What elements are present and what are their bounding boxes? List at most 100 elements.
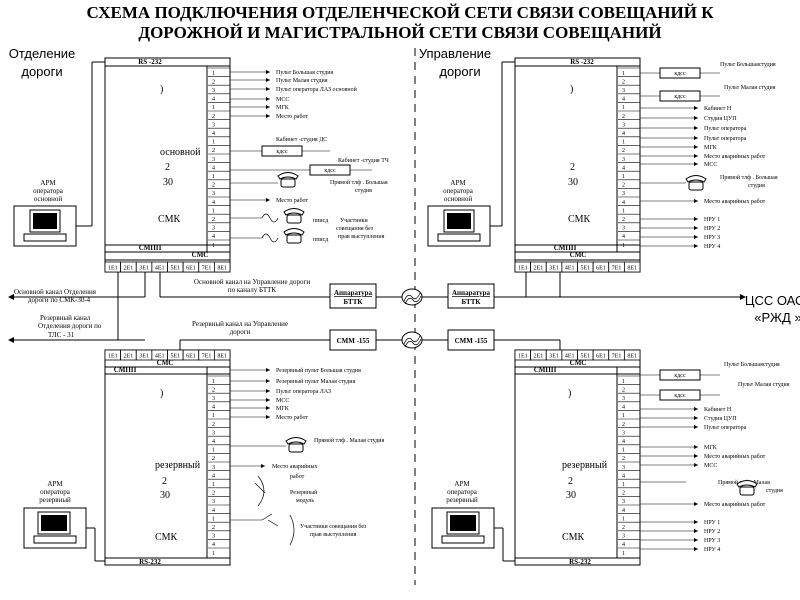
cabinet-tl-smp: СМПП: [139, 244, 162, 252]
slot-number: 1: [622, 243, 625, 249]
tl-label-participants-3: прав выступления: [338, 234, 385, 240]
slot-number: 1: [212, 413, 215, 419]
bttk-box-left: [329, 283, 377, 309]
smm-right-label: СММ -155: [455, 337, 488, 345]
tr-label-direct-phone: Прямой тлф . Большая: [720, 174, 778, 181]
port-label: 5Е1: [170, 266, 180, 272]
port-label: 5Е1: [580, 354, 590, 360]
bttk-box-right: [447, 283, 495, 309]
tl-line-10: Место работ: [230, 197, 308, 204]
slot-number: 2: [622, 456, 625, 462]
cabinet-tl-glyph-3: 30: [163, 177, 173, 188]
slot-number: 4: [212, 405, 215, 411]
slot-number: 1: [622, 413, 625, 419]
slot-number: 3: [212, 499, 215, 505]
cabinet-tr-glyph-2: 2: [570, 162, 575, 173]
cabinet-br-smp: СМПП: [534, 366, 557, 374]
slot-number: 1: [212, 105, 215, 111]
port-label: 8Е1: [217, 354, 227, 360]
slot-number: 4: [212, 234, 215, 240]
tl-line-5: МГК: [230, 105, 290, 111]
slot-number: 3: [622, 396, 625, 402]
reserve-channel-left-label-1: Резервный канал: [40, 314, 91, 322]
slot-number: 1: [212, 71, 215, 77]
coil-icon: [261, 233, 279, 243]
telephone-icon: [277, 172, 299, 188]
slot-number: 2: [212, 456, 215, 462]
kdss-label: кдсс: [674, 94, 686, 100]
main-channel-mid-label-2: по каналу БТТК: [228, 286, 277, 294]
slot-number: 1: [622, 174, 625, 180]
tl-label-participants-2: совещания без: [336, 225, 374, 232]
arm-reserve-left-label-2: оператора: [40, 488, 71, 496]
cabinet-br-rs232: RS-232: [569, 558, 591, 566]
slot-number: 3: [212, 534, 215, 540]
tr-line-8: Место аварийных работ: [640, 153, 766, 160]
slot-number: 3: [622, 122, 625, 128]
line-label-text: Место работ: [276, 414, 308, 421]
bl-line-8: Место аварийных: [230, 463, 318, 470]
slot-number: 3: [212, 191, 215, 197]
slot-number: 3: [622, 465, 625, 471]
br-line-10: Место аварийных работ: [640, 501, 766, 508]
arm-main-right-label-1: АРМ: [450, 179, 466, 187]
tr-line-12: НРУ 1: [640, 217, 720, 223]
cabinet-bottom-left: СМС СМПП RS-232 ) резервный 2 30 СМК: [104, 349, 231, 566]
cabinet-br-glyph-3: 30: [566, 490, 576, 501]
line-label-text: МГК: [276, 105, 290, 111]
tl-label-direct-phone: Прямой тлф . Большая: [330, 179, 388, 186]
cabinet-tr-glyph-3: 30: [568, 177, 578, 188]
bl-line-1: Резервный пульт Большая студия: [230, 367, 361, 374]
line-label-text: МСС: [704, 162, 717, 168]
cabinet-tl-main-label: основной: [160, 147, 201, 158]
slot-number: 3: [212, 122, 215, 128]
slot-number: 4: [622, 439, 625, 445]
slot-number: 1: [622, 516, 625, 522]
reserve-channel-mid-label-1: Резервный канал на Управление: [192, 320, 288, 328]
smm-box-left: [329, 329, 377, 351]
slot-number: 4: [622, 473, 625, 479]
br-line-3: Кабинет Н: [640, 406, 732, 413]
cabinet-bl-rs232: RS-232: [139, 558, 161, 566]
cabinet-bl-smk: СМК: [155, 532, 178, 543]
port-label: 3Е1: [549, 266, 559, 272]
line-label-text: Студия ЦУП: [704, 116, 737, 122]
ppsd-label-2: пписд: [313, 237, 328, 243]
bracket-icon: [257, 475, 265, 507]
tl-label-participants: Участники: [340, 218, 369, 224]
port-label: 8Е1: [627, 266, 637, 272]
bl-label-reserve-module: Резервный: [290, 489, 318, 496]
cabinet-bl-glyph-1: ): [160, 388, 163, 399]
telephone-icon: [736, 480, 758, 496]
slot-number: 3: [622, 430, 625, 436]
bl-line-2: Резервный пульт Малая студия: [230, 378, 355, 385]
slot-number: 1: [622, 551, 625, 557]
tsss-label-2: «РЖД »: [754, 310, 800, 325]
line-label-text: Кабинет Н: [704, 406, 732, 413]
arm-main-right-label-3: основной: [444, 195, 473, 203]
tr-label-small-studio: Пульт Малая студия: [724, 85, 776, 91]
tl-line-3: Пульт оператора ЛАЗ основной: [230, 86, 358, 93]
br-line-14: НРУ 4: [640, 547, 720, 553]
port-label: 6Е1: [186, 354, 196, 360]
telephone-icon: [283, 228, 305, 244]
cabinet-bl-sms: СМС: [157, 359, 174, 367]
line-label-text: Место работ: [276, 197, 308, 204]
arm-main-left-label-3: основной: [34, 195, 63, 203]
slot-number: 1: [622, 105, 625, 111]
arm-main-left-label-2: оператора: [33, 187, 64, 195]
bl-label-direct-phone: Прямой тлф . Малая студия: [314, 437, 385, 444]
line-label-text: Место аварийных работ: [704, 453, 766, 460]
port-label: 1Е1: [108, 266, 118, 272]
slot-number: 4: [212, 165, 215, 171]
tr-line-3: Кабинет Н: [640, 105, 732, 112]
bl-label-emergency-2: работ: [290, 473, 305, 480]
line-label-text: Пульт оператора: [704, 425, 747, 431]
line-label-text: НРУ 1: [704, 217, 720, 223]
